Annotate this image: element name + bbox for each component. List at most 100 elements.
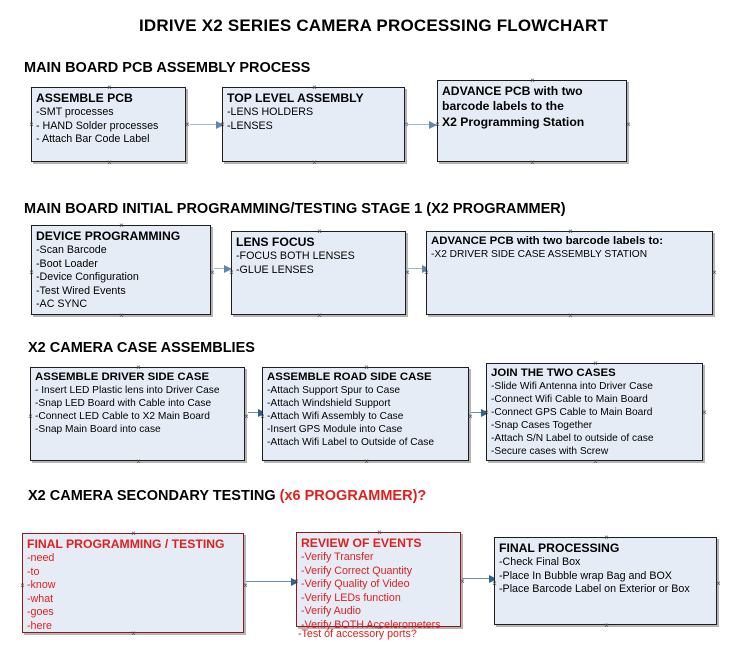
connector-handle-left[interactable] — [19, 582, 26, 589]
connector-handle-left[interactable] — [27, 413, 34, 420]
connector-handle-bottom[interactable] — [311, 159, 318, 166]
connector-handle-left[interactable] — [434, 121, 441, 128]
node-title: LENS FOCUS — [236, 235, 315, 249]
connector-handle-right[interactable] — [459, 578, 466, 585]
connector-handle-top[interactable] — [106, 84, 113, 91]
section-heading-main-board-initial-programming: MAIN BOARD INITIAL PROGRAMMING/TESTING S… — [24, 201, 566, 217]
section-heading-x2-camera-case-assemblies: X2 CAMERA CASE ASSEMBLIES — [28, 340, 255, 356]
section-heading-accent: (x6 PROGRAMMER)? — [279, 488, 427, 504]
connector-handle-left[interactable] — [483, 409, 490, 416]
node-item: -SMT processes — [36, 106, 114, 119]
node-title: ADVANCE PCB with two barcode labels to: — [431, 235, 664, 247]
node-item: -Verify Audio — [301, 605, 362, 618]
connector-handle-left[interactable] — [423, 269, 430, 276]
connector-handle-bottom[interactable] — [603, 622, 610, 629]
connector-handle-top[interactable] — [118, 222, 125, 229]
connector-handle-top[interactable] — [603, 534, 610, 541]
node-title: DEVICE PROGRAMMING — [36, 229, 181, 243]
node-title-line2: barcode labels to the — [442, 99, 564, 114]
connector-handle-top[interactable] — [376, 529, 383, 536]
connector-handle-bottom[interactable] — [363, 458, 370, 465]
node-item: -Place Barcode Label on Exterior or Box — [499, 583, 690, 596]
node-title-line3: X2 Programming Station — [442, 114, 585, 129]
node-title: ASSEMBLE PCB — [36, 91, 133, 105]
node-join-the-two-cases[interactable]: JOIN THE TWO CASES -Slide Wifi Antenna i… — [486, 363, 703, 461]
connector-handle-top[interactable] — [316, 228, 323, 235]
connector-handle-left[interactable] — [293, 578, 300, 585]
connector-handle-left[interactable] — [491, 580, 498, 587]
connector-handle-right[interactable] — [701, 409, 708, 416]
connector-review-of-events-to-final-processing — [462, 575, 497, 583]
connector-handle-right[interactable] — [625, 121, 632, 128]
node-item: -Snap Main Board into case — [35, 423, 161, 435]
connector-handle-top[interactable] — [567, 228, 574, 235]
connector-top-level-to-advance-pcb — [405, 121, 437, 129]
node-title: ASSEMBLE ROAD SIDE CASE — [267, 371, 432, 383]
connector-handle-right[interactable] — [209, 269, 216, 276]
node-title: FINAL PROGRAMMING / TESTING — [27, 537, 225, 551]
connector-handle-bottom[interactable] — [118, 312, 125, 319]
node-advance-pcb-x2-programming-station[interactable]: ADVANCE PCB with two barcode labels to t… — [437, 80, 627, 162]
node-item: -what — [27, 592, 54, 605]
node-item: -Verify LEDs function — [301, 591, 401, 604]
arrow-head-icon — [429, 121, 437, 129]
node-title: ASSEMBLE DRIVER SIDE CASE — [35, 371, 210, 383]
node-title: REVIEW OF EVENTS — [301, 536, 422, 550]
connector-handle-bottom[interactable] — [529, 159, 536, 166]
connector-handle-left[interactable] — [259, 413, 266, 420]
connector-handle-right[interactable] — [404, 269, 411, 276]
connector-handle-bottom[interactable] — [592, 458, 599, 465]
node-item: -need — [27, 552, 55, 565]
node-advance-pcb-driver-side-case[interactable]: ADVANCE PCB with two barcode labels to: … — [426, 231, 713, 315]
connector-handle-right[interactable] — [711, 269, 718, 276]
node-item: -to — [27, 565, 40, 578]
connector-handle-bottom[interactable] — [106, 159, 113, 166]
connector-final-programming-to-review-of-events — [246, 578, 299, 586]
node-final-programming-testing[interactable]: FINAL PROGRAMMING / TESTING -need -to -k… — [22, 533, 244, 633]
node-item: -Connect GPS Cable to Main Board — [491, 407, 653, 419]
node-item: -know — [27, 579, 56, 592]
connector-handle-top[interactable] — [363, 364, 370, 371]
connector-handle-top[interactable] — [529, 77, 536, 84]
node-item: -Snap Cases Together — [491, 419, 593, 431]
node-title: ADVANCE PCB with two — [442, 84, 583, 98]
section-heading-text: X2 CAMERA CASE ASSEMBLIES — [28, 340, 255, 356]
connector-handle-top[interactable] — [592, 360, 599, 367]
node-item: -Connect LED Cable to X2 Main Board — [35, 411, 210, 423]
node-assemble-road-side-case[interactable]: ASSEMBLE ROAD SIDE CASE -Attach Support … — [262, 367, 469, 461]
node-item: - Attach Bar Code Label — [36, 133, 150, 146]
connector-handle-bottom[interactable] — [135, 458, 142, 465]
node-title: TOP LEVEL ASSEMBLY — [227, 91, 364, 105]
connector-handle-bottom[interactable] — [316, 312, 323, 319]
connector-handle-right[interactable] — [467, 413, 474, 420]
node-device-programming[interactable]: DEVICE PROGRAMMING -Scan Barcode -Boot L… — [31, 225, 211, 315]
node-item: -LENS HOLDERS — [227, 106, 314, 119]
node-item: -Test Wired Events — [36, 284, 126, 297]
node-assemble-driver-side-case[interactable]: ASSEMBLE DRIVER SIDE CASE - Insert LED P… — [30, 367, 245, 461]
node-item: -Boot Loader — [36, 257, 98, 270]
connector-handle-top[interactable] — [135, 364, 142, 371]
connector-handle-right[interactable] — [243, 413, 250, 420]
node-item: -Verify Correct Quantity — [301, 564, 413, 577]
node-review-of-events[interactable]: REVIEW OF EVENTS -Verify Transfer -Verif… — [293, 529, 461, 631]
node-item: -Attach Wifi Label to Outside of Case — [267, 436, 435, 448]
node-assemble-pcb[interactable]: ASSEMBLE PCB -SMT processes - HAND Solde… — [31, 87, 186, 162]
connector-handle-left[interactable] — [28, 121, 35, 128]
node-top-level-assembly[interactable]: TOP LEVEL ASSEMBLY -LENS HOLDERS -LENSES — [222, 87, 405, 162]
connector-handle-right[interactable] — [242, 582, 249, 589]
node-item: -Scan Barcode — [36, 244, 107, 257]
connector-handle-top[interactable] — [311, 84, 318, 91]
connector-handle-top[interactable] — [130, 530, 137, 537]
section-heading-main-board-pcb-assembly: MAIN BOARD PCB ASSEMBLY PROCESS — [24, 60, 310, 76]
connector-handle-left[interactable] — [228, 269, 235, 276]
node-item: -Place In Bubble wrap Bag and BOX — [499, 569, 672, 582]
connector-handle-left[interactable] — [219, 121, 226, 128]
connector-handle-bottom[interactable] — [130, 630, 137, 637]
connector-handle-bottom[interactable] — [567, 312, 574, 319]
node-item: -Connect Wifi Cable to Main Board — [491, 394, 648, 406]
connector-handle-left[interactable] — [28, 269, 35, 276]
connector-handle-right[interactable] — [715, 580, 722, 587]
node-lens-focus[interactable]: LENS FOCUS -FOCUS BOTH LENSES -GLUE LENS… — [231, 231, 406, 315]
node-title: JOIN THE TWO CASES — [491, 367, 616, 379]
node-final-processing[interactable]: FINAL PROCESSING -Check Final Box -Place… — [494, 537, 717, 625]
